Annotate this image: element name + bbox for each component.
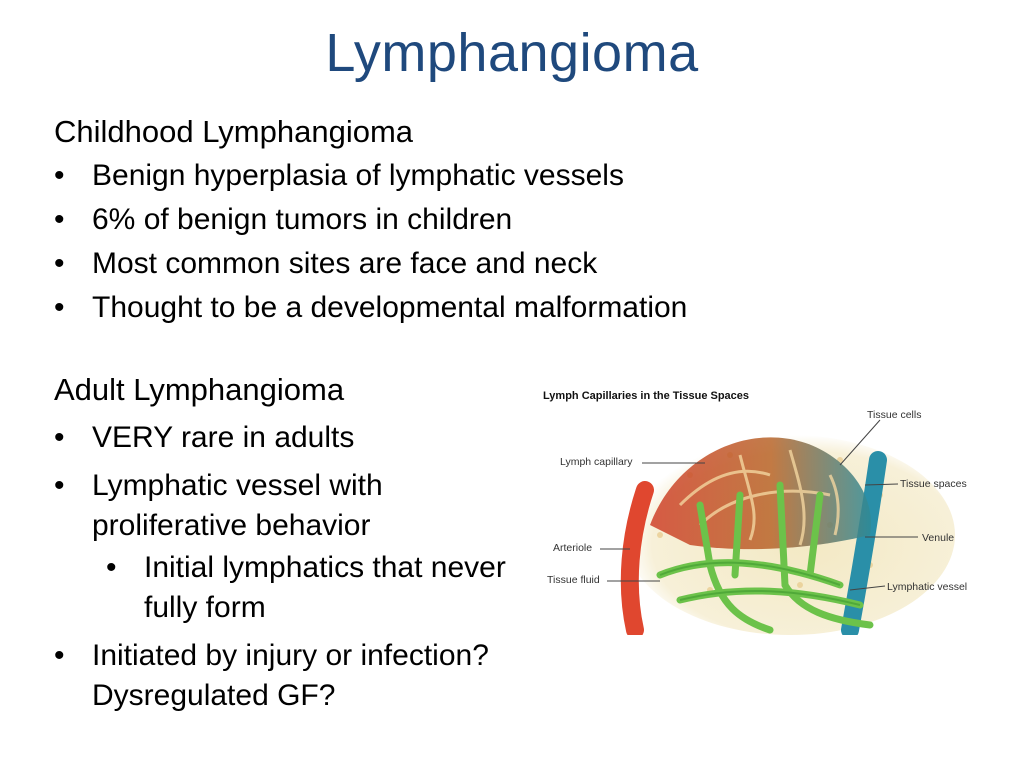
leader-lines	[600, 419, 918, 591]
capillary-mesh	[678, 449, 840, 546]
adult-bullet: Initiated by injury or infection? Dysreg…	[54, 636, 524, 716]
label-lymphatic-vessel: Lymphatic vessel	[887, 581, 967, 593]
slide-title: Lymphangioma	[325, 23, 699, 83]
childhood-bullet: 6% of benign tumors in children	[54, 200, 954, 240]
label-lymph-capillary: Lymph capillary	[560, 456, 633, 468]
childhood-bullet-list: Benign hyperplasia of lymphatic vessels …	[54, 156, 954, 328]
adult-section: Adult Lymphangioma VERY rare in adults L…	[54, 370, 524, 716]
diagram-title: Lymph Capillaries in the Tissue Spaces	[543, 390, 749, 402]
adult-bullet: VERY rare in adults	[54, 418, 524, 458]
adult-bullet: Lymphatic vessel with proliferative beha…	[54, 466, 524, 546]
adult-sub-bullet: Initial lymphatics that never fully form	[54, 548, 524, 628]
childhood-bullet: Benign hyperplasia of lymphatic vessels	[54, 156, 954, 196]
label-tissue-fluid: Tissue fluid	[547, 574, 600, 586]
label-tissue-cells: Tissue cells	[867, 409, 921, 421]
venule-vessel	[841, 451, 887, 635]
childhood-section: Childhood Lymphangioma Benign hyperplasi…	[54, 112, 954, 328]
label-tissue-spaces: Tissue spaces	[900, 478, 967, 490]
adult-heading: Adult Lymphangioma	[54, 372, 345, 407]
lymph-capillaries-diagram: Lymph Capillaries in the Tissue Spaces	[540, 385, 980, 635]
childhood-bullet: Thought to be a developmental malformati…	[54, 288, 954, 328]
label-arteriole: Arteriole	[553, 542, 592, 554]
adult-bullet-list: VERY rare in adults Lymphatic vessel wit…	[54, 418, 524, 716]
childhood-bullet: Most common sites are face and neck	[54, 244, 954, 284]
arteriole-vessel	[620, 481, 654, 635]
lymphatic-outline	[659, 561, 861, 606]
childhood-heading: Childhood Lymphangioma	[54, 114, 414, 149]
label-venule: Venule	[922, 532, 954, 544]
